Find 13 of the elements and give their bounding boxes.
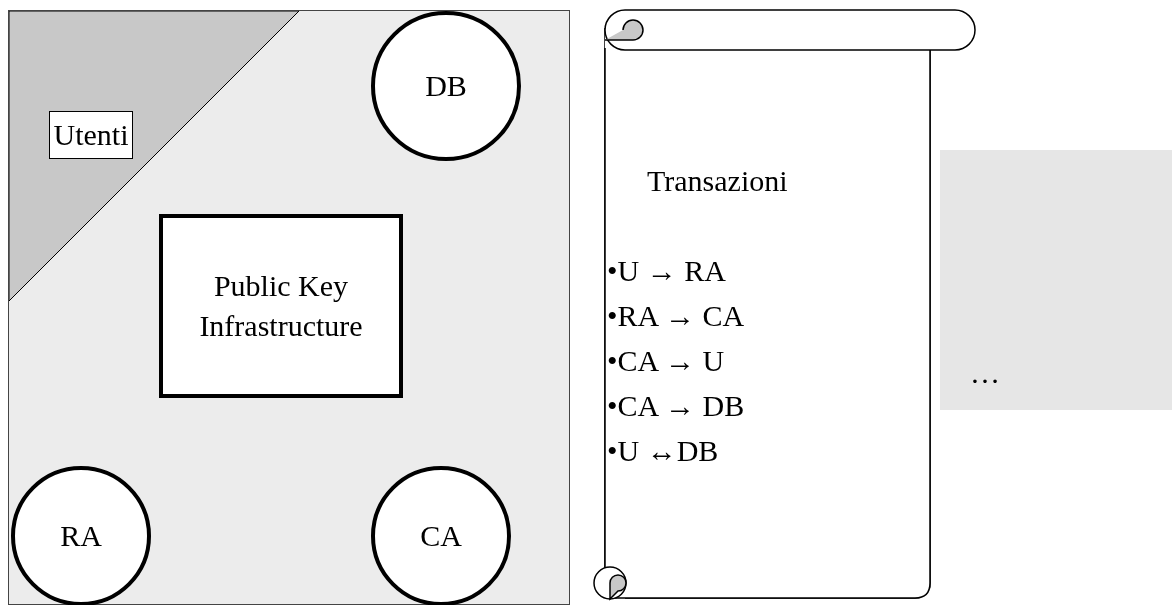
panel-background	[8, 10, 570, 605]
label-box: Utenti	[49, 111, 133, 159]
list-item: •CA → U	[607, 343, 725, 379]
process-box: Public Key Infrastructure	[159, 214, 403, 398]
list-item: •RA → CA	[607, 298, 745, 334]
list-item: •U → RA	[607, 253, 726, 289]
circle-node: RA	[11, 466, 151, 605]
list-item: •CA → DB	[607, 388, 745, 424]
note-box: …	[940, 150, 1172, 410]
circle-node: CA	[371, 466, 511, 605]
list-item: •U ↔DB	[607, 433, 719, 469]
heading-text: Transazioni	[647, 163, 788, 199]
circle-node: DB	[371, 11, 521, 161]
